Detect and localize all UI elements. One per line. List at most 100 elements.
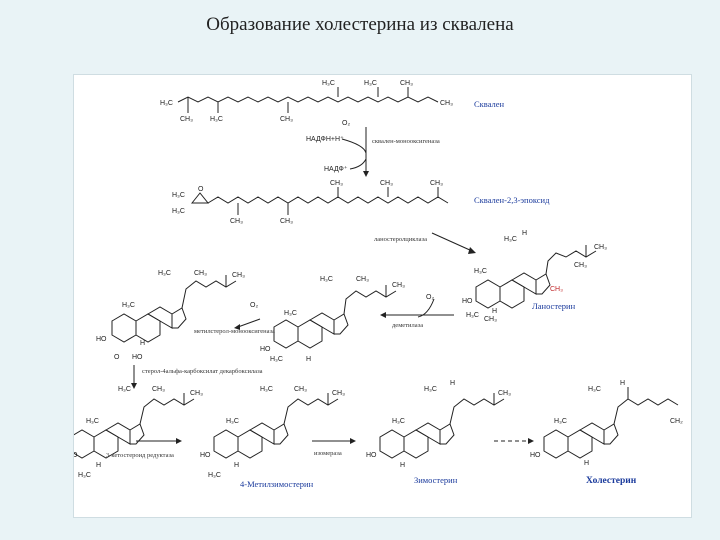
zymo-h3c-top: H₃C [424,386,437,393]
zymo-h3c-mid: H₃C [392,418,405,425]
lanosterol-ch3-branch: CH₃ [574,262,587,269]
squalene-ch3-3: CH₃ [280,116,293,123]
carb-ho: HO [96,336,107,343]
lanosterol-h3c-top: H₃C [504,236,517,243]
step-final [494,438,534,444]
keto-h3c-bottom: H₃C [78,472,91,479]
enzyme-demethylase: деметилаза [392,322,423,329]
epoxide-structure: H₃C H₃C O CH₃ CH₃ CH₃ CH₃ CH₃ Сквален-2,… [172,180,550,225]
methylzym-ch3-top: CH₃ [294,386,307,393]
epoxide-oxygen: O [198,186,204,193]
label-squalene: Сквален [474,99,505,109]
center-h3c-mid: H₃C [284,310,297,317]
label-epoxide: Сквален-2,3-эпоксид [474,195,550,205]
epoxide-ch3-3: CH₃ [330,180,343,187]
reagent-nadph: НАДФН+Н⁺ [306,135,344,143]
epoxide-ch3-4: CH₃ [380,180,393,187]
label-lanosterol: Ланостерин [532,301,576,311]
center-h3c-bottom: H₃C [270,356,283,363]
carb-o: O [114,354,120,361]
epoxide-h3c-1: H₃C [172,192,185,199]
cholesterol-structure: CH₂ H₃C H H₃C HO H Холестерин [530,380,683,486]
methylzymosterol-structure: CH₃ H₃C CH₃ H₃C HO H₃C H 4-Метилзимостер… [200,386,345,489]
zymo-ch3-tail: CH₃ [498,390,511,397]
lanosterol-h3c-mid: H₃C [474,268,487,275]
pathway-diagram: H₃C CH₃ H₃C CH₃ H₃C H₃C CH₃ CH₃ Сквален … [74,80,683,489]
step-demethylation: O₂ деметилаза [380,294,454,329]
epoxide-ch3-2: CH₃ [280,218,293,225]
chol-ho: HO [530,452,541,459]
methylzym-h3c-top: H₃C [260,386,273,393]
enzyme-methylsterol-monooxygenase: метилстерол-монооксигеназа [194,328,275,335]
squalene-h3c-2: H₃C [210,116,223,123]
label-cholesterol: Холестерин [586,476,637,486]
carb-h3c-top: H₃C [158,270,171,277]
center-ch3-tail: CH₃ [392,282,405,289]
center-ho: HO [260,346,271,353]
carb-h3c-mid: H₃C [122,302,135,309]
keto-h3c-top: H₃C [118,386,131,393]
keto-structure: CH₃ H₃C CH₃ H₃C O H₃C H [74,386,203,479]
methylzym-h3c-bottom: H₃C [208,472,221,479]
methylzym-h3c-mid: H₃C [226,418,239,425]
epoxide-h3c-2: H₃C [172,208,185,215]
carb-ch3-tail: CH₃ [232,272,245,279]
label-methylzymosterol: 4-Метилзимостерин [240,479,314,489]
epoxide-ch3-1: CH₃ [230,218,243,225]
keto-ch3-tail: CH₃ [190,390,203,397]
epoxide-ch3-5: CH₃ [430,180,443,187]
zymo-ho: HO [366,452,377,459]
keto-ch3-top: CH₃ [152,386,165,393]
step-decarboxylation: стерол-4альфа-карбоксилат декарбоксилаза [131,365,263,389]
center-h3c-top: H₃C [320,276,333,283]
squalene-ch3-end: CH₃ [440,100,453,107]
lanosterol-h: H [492,308,497,315]
lanosterol-ch3-bottom: CH₃ [484,316,497,323]
center-h: H [306,356,311,363]
squalene-h3c-left: H₃C [160,100,173,107]
lanosterol-h-top: H [522,230,527,237]
enzyme-isomerase: изомераза [314,450,342,457]
step-methyl-oxidation: O₂ метилстерол-монооксигеназа [194,302,275,335]
squalene-structure: H₃C CH₃ H₃C CH₃ H₃C H₃C CH₃ CH₃ Сквален [160,80,505,123]
carb-ho-2: HO [132,354,143,361]
keto-o: O [74,452,78,459]
squalene-ch3-6: CH₃ [400,80,413,87]
step-cyclization: ланостеролциклаза [374,232,476,254]
chol-h: H [584,460,589,467]
lanosterol-structure: CH₃ CH₃ H₃C H H₃C CH₃ HO H₃C CH₃ H Ланос… [462,230,607,323]
zymo-h: H [400,462,405,469]
zymosterol-structure: CH₃ H₃C H H₃C HO H Зимостерин [366,380,511,485]
slide-title: Образование холестерина из сквалена [206,14,514,35]
enzyme-decarboxylase: стерол-4альфа-карбоксилат декарбоксилаза [142,368,263,375]
step-keto-reduction: 3-кетостероид редуктаза [106,438,182,459]
lanosterol-ch3-tail: CH₃ [594,244,607,251]
reagent-o2-left: O₂ [250,302,258,309]
chol-h-top: H [620,380,625,387]
chol-h3c-mid: H₃C [554,418,567,425]
enzyme-ketoreductase: 3-кетостероид редуктаза [106,452,174,459]
step-epoxidation: O₂ НАДФН+Н⁺ НАДФ⁺ сквален-монооксигеназа [306,120,440,177]
carb-ch3-top: CH₃ [194,270,207,277]
enzyme-squalene-monooxygenase: сквален-монооксигеназа [372,138,440,145]
carb-h: H [140,340,145,347]
methylzym-h: H [234,462,239,469]
reagent-o2-top: O₂ [342,120,350,127]
label-zymosterol: Зимостерин [414,475,458,485]
squalene-ch3-1: CH₃ [180,116,193,123]
enzyme-lanosterol-cyclase: ланостеролциклаза [374,236,427,243]
reagent-nadp: НАДФ⁺ [324,165,348,173]
keto-h: H [96,462,101,469]
squalene-h3c-4: H₃C [322,80,335,87]
intermediate-center-structure: CH₃ H₃C CH₃ H₃C HO H₃C H [260,276,405,363]
reagent-o2-mid: O₂ [426,294,434,301]
keto-h3c-mid: H₃C [86,418,99,425]
chol-ch2: CH₂ [670,418,683,425]
lanosterol-ch3-red: CH₃ [550,286,563,293]
squalene-h3c-5: H₃C [364,80,377,87]
diagram-panel: H₃C CH₃ H₃C CH₃ H₃C H₃C CH₃ CH₃ Сквален … [73,74,692,518]
center-ch3-top: CH₃ [356,276,369,283]
methylzym-ho: HO [200,452,211,459]
step-isomerization: изомераза [312,438,356,457]
methylzym-ch3-tail: CH₃ [332,390,345,397]
